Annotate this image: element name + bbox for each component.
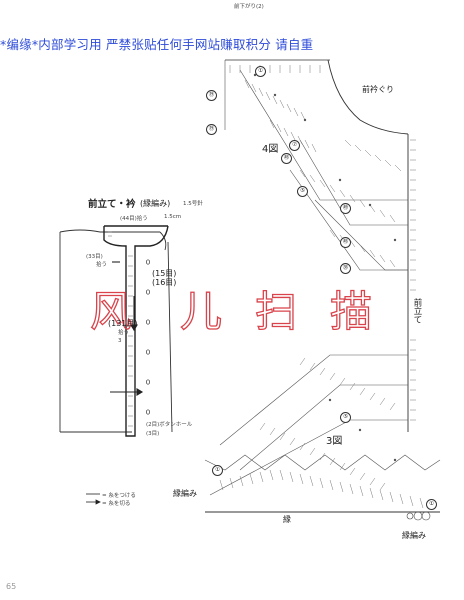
stamp-char-2: 儿: [180, 287, 222, 336]
hem-label: 縁: [283, 515, 291, 524]
row-marker: ㉟: [340, 263, 351, 274]
stamp-char-1: 风: [90, 287, 132, 336]
figure-4-label: 4図: [262, 144, 279, 155]
row-marker: ⑤: [340, 412, 351, 423]
inset-mid-sub: 拾う: [118, 330, 130, 336]
stamp-char-4: 描: [330, 287, 372, 336]
border-label: 縁編み: [173, 489, 197, 498]
row-marker: ㊺: [340, 237, 351, 248]
inset-left-count: (33目): [86, 254, 103, 260]
neck-label: 前衿ぐり: [362, 85, 394, 94]
row-marker: ⑲: [206, 124, 217, 135]
inset-title: 前立て・衿: [88, 199, 136, 210]
inset-left-sub: 拾う: [96, 262, 108, 268]
inset-top-right: 1.5cm: [164, 214, 182, 220]
page-number: 65: [6, 582, 17, 591]
inset-right-count-b: (16目): [152, 278, 177, 287]
row-marker: ①: [212, 465, 223, 476]
inset-right-count-a: (15目): [152, 269, 177, 278]
front-placket-label: 前立て: [412, 298, 422, 324]
row-marker: ①: [426, 499, 437, 510]
figure-3-label: 3図: [326, 436, 343, 447]
row-marker: ①: [255, 66, 266, 77]
inset-title-sub: (縁編み): [140, 199, 171, 208]
legend-cut: = 糸を切る: [102, 501, 131, 507]
inset-mid-num: 3: [118, 338, 122, 344]
legend-attach: = 糸をつける: [102, 493, 136, 499]
inset-buttonhole: (2目)ボタンホール: [146, 422, 193, 428]
row-marker: ㊺: [281, 153, 292, 164]
top-label: 前下がり(2): [234, 4, 264, 10]
inset-top-count: (44目)拾う: [120, 216, 148, 222]
scanner-stamp: 风 儿 扫 描: [90, 286, 373, 336]
watermark-text: *编缘*内部学习用 严禁张贴任何手网站赚取积分 请自重: [0, 37, 314, 52]
row-marker: ⑲: [206, 90, 217, 101]
inset-bottom-count: (3目): [146, 431, 160, 437]
inset-mid-count: (131目): [108, 319, 138, 328]
row-marker: ⑦: [289, 140, 300, 151]
row-marker: ⑤: [297, 186, 308, 197]
inset-hook: 1.5号針: [183, 201, 203, 207]
row-marker: ㊾: [340, 203, 351, 214]
stamp-char-3: 扫: [255, 287, 297, 336]
edge-border-label: 縁編み: [402, 531, 426, 540]
